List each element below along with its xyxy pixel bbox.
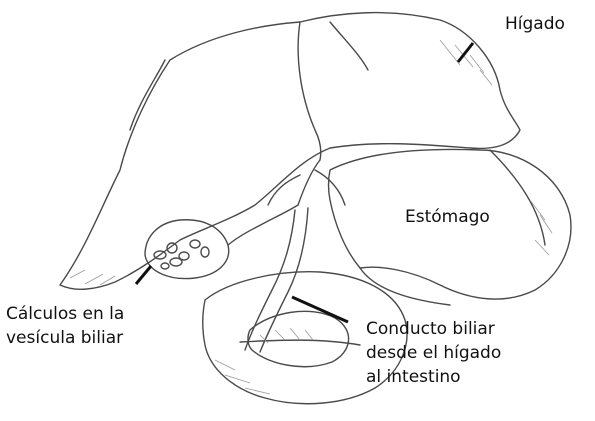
bile-duct-right	[260, 208, 308, 352]
bile-duct-label: Conducto biliar desde el hígado al intes…	[366, 317, 501, 389]
bile-duct-label-line-1: Conducto biliar	[366, 317, 501, 341]
gallstones-label-line-2: vesícula biliar	[6, 326, 124, 350]
liver-label: Hígado	[505, 12, 565, 36]
liver-left-edge	[130, 60, 165, 130]
cystic-duct	[228, 205, 298, 245]
gallstones	[154, 240, 209, 269]
pancreas-outline	[240, 340, 360, 345]
gallbladder-outline	[145, 220, 229, 279]
stomach-label: Estómago	[405, 205, 490, 229]
bile-duct-label-line-3: al intestino	[366, 365, 501, 389]
bile-duct-pointer	[292, 297, 348, 322]
liver-lobe-line	[298, 22, 321, 160]
gallstones-label-line-1: Cálculos en la	[6, 302, 124, 326]
stomach-fold	[490, 150, 545, 245]
duodenum-inner	[248, 311, 349, 366]
liver-pointer	[458, 43, 473, 62]
hepatic-duct	[298, 160, 320, 205]
liver-lobe-line-2	[330, 22, 368, 70]
gallstones-label: Cálculos en la vesícula biliar	[6, 302, 124, 350]
bile-duct-label-line-2: desde el hígado	[366, 341, 501, 365]
